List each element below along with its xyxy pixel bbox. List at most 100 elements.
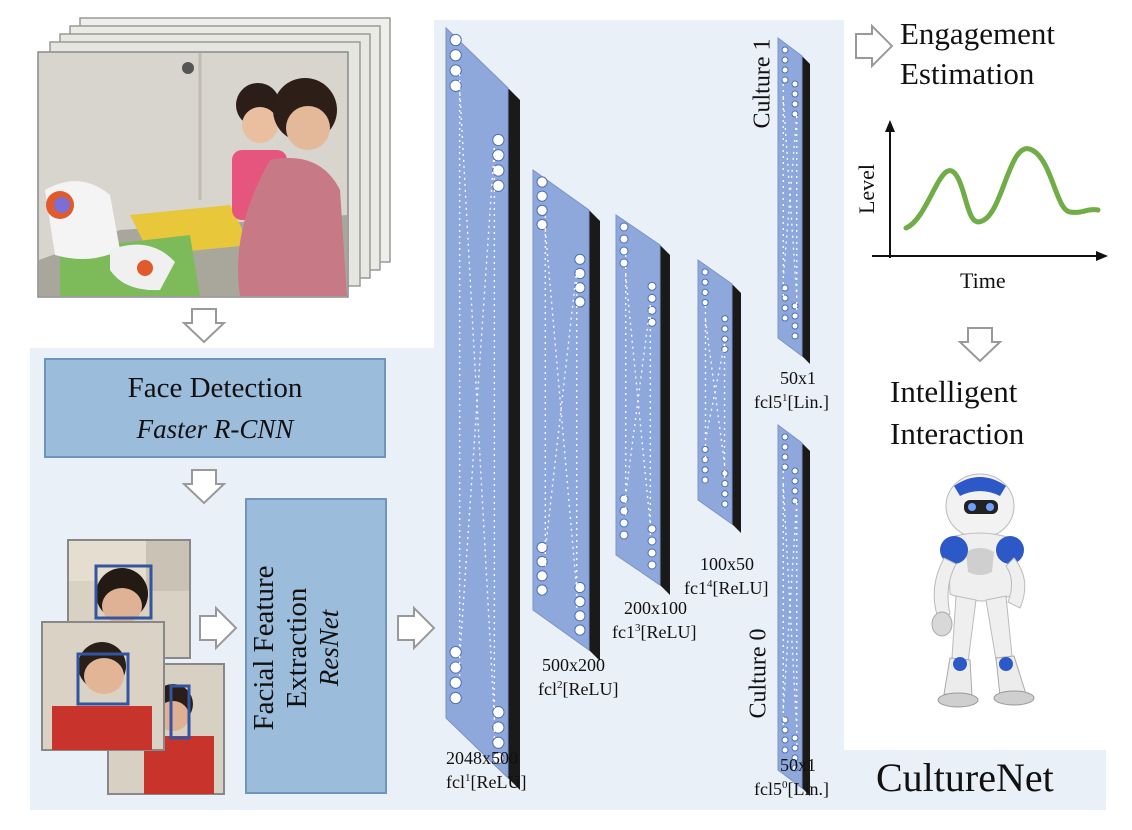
connection-line bbox=[704, 343, 726, 441]
layer-3-act: [ReLU] bbox=[640, 622, 697, 642]
layer-1-name: fcl1[ReLU] bbox=[446, 772, 526, 793]
neuron-dot bbox=[701, 476, 709, 484]
neuron-dot bbox=[781, 443, 789, 451]
neuron-dot bbox=[536, 570, 548, 582]
layer-slab-side bbox=[802, 443, 810, 796]
neuron-dot bbox=[619, 518, 629, 528]
face-crops bbox=[41, 539, 225, 795]
neuron-dot bbox=[791, 754, 799, 762]
neuron-dot bbox=[647, 293, 657, 303]
neuron-dot bbox=[536, 176, 548, 188]
neuron-dot bbox=[791, 302, 799, 310]
layer-2-size: 500x200 bbox=[542, 655, 605, 675]
neuron-dot bbox=[781, 46, 789, 54]
neuron-dot bbox=[647, 536, 657, 546]
neuron-dot bbox=[647, 281, 657, 291]
layer-slab-6 bbox=[777, 424, 810, 796]
neuron-dot bbox=[701, 288, 709, 296]
neuron-dot bbox=[781, 736, 789, 744]
layer-6-act: [Lin.] bbox=[787, 779, 829, 799]
layer-slab-5 bbox=[777, 37, 810, 364]
neuron-dot bbox=[791, 734, 799, 742]
layer-3-base: fc1 bbox=[612, 622, 635, 642]
layer-2-act: [ReLU] bbox=[562, 679, 619, 699]
neuron-dot bbox=[781, 56, 789, 64]
neuron-dot bbox=[536, 204, 548, 216]
neuron-dot bbox=[647, 524, 657, 534]
neuron-dot bbox=[536, 541, 548, 554]
layer-3-name: fc13[ReLU] bbox=[612, 622, 696, 643]
neuron-dot bbox=[791, 80, 799, 88]
engagement-chart bbox=[872, 120, 1108, 261]
neuron-dot bbox=[791, 100, 799, 108]
feature-extraction-box: Facial Feature Extraction ResNet bbox=[245, 498, 387, 794]
neuron-dot bbox=[492, 721, 505, 734]
layer-5-base: fcl5 bbox=[754, 392, 782, 412]
layer-5-act: [Lin.] bbox=[787, 392, 829, 412]
neuron-dot bbox=[449, 676, 462, 689]
engagement-curve bbox=[903, 146, 1101, 231]
connection-line bbox=[624, 304, 652, 496]
neuron-dot bbox=[791, 90, 799, 98]
neuron-dot bbox=[449, 64, 462, 77]
layer-1-base: fcl bbox=[446, 772, 465, 792]
neuron-dot bbox=[791, 477, 799, 485]
layer-1-act: [ReLU] bbox=[470, 772, 527, 792]
layer-6-sup: 0 bbox=[781, 779, 788, 791]
right-arrow-icon bbox=[397, 605, 436, 651]
neuron-dot bbox=[781, 294, 789, 302]
layer-5-sup: 1 bbox=[781, 392, 788, 404]
layer-5-size: 50x1 bbox=[780, 368, 816, 388]
neuron-dot bbox=[492, 706, 505, 719]
neuron-dot bbox=[701, 298, 709, 307]
neuron-dot bbox=[449, 79, 462, 92]
neuron-dot bbox=[721, 315, 729, 323]
layer-slab-side bbox=[589, 210, 600, 661]
neuron-dot bbox=[492, 133, 505, 147]
neuron-dot bbox=[449, 646, 462, 659]
neuron-dot bbox=[536, 190, 548, 202]
layer-slab-side bbox=[660, 245, 670, 595]
layer-slab-1 bbox=[445, 26, 520, 790]
neuron-dot bbox=[781, 304, 789, 312]
culture-1-label: Culture 1 bbox=[749, 38, 776, 129]
connection-line bbox=[544, 269, 578, 551]
neuron-dot bbox=[647, 548, 657, 558]
neuron-dot bbox=[781, 314, 789, 322]
neuron-dot bbox=[701, 466, 709, 474]
face-detection-title: Face Detection bbox=[127, 372, 303, 404]
layer-slab-2 bbox=[532, 169, 600, 661]
neuron-dot bbox=[619, 530, 629, 540]
neuron-dot bbox=[791, 322, 799, 330]
layer-6-base: fcl5 bbox=[754, 779, 782, 799]
brand-title: CultureNet bbox=[876, 755, 1054, 800]
neuron-dot bbox=[574, 253, 586, 265]
neuron-dot bbox=[536, 584, 548, 596]
layer-4-base: fc1 bbox=[684, 578, 707, 598]
neuron-dot bbox=[449, 661, 462, 674]
layer-2-name: fcl2[ReLU] bbox=[538, 679, 618, 700]
layer-4-act: [ReLU] bbox=[712, 578, 769, 598]
neuron-dot bbox=[492, 164, 505, 177]
neuron-dot bbox=[721, 490, 729, 498]
layer-2-sup: 2 bbox=[556, 679, 563, 691]
neuron-dot bbox=[574, 596, 586, 608]
layer-2-base: fcl bbox=[538, 679, 557, 699]
neuron-dot bbox=[574, 610, 586, 622]
neuron-dot bbox=[721, 325, 729, 333]
down-arrow-icon bbox=[181, 308, 227, 344]
layer-6-size: 50x1 bbox=[780, 755, 816, 775]
layer-slab-side bbox=[732, 284, 741, 533]
neuron-dot bbox=[619, 258, 629, 268]
neuron-dot bbox=[791, 110, 799, 118]
engagement-line1: Engagement bbox=[900, 16, 1055, 51]
neuron-dot bbox=[619, 234, 629, 244]
layer-3-sup: 3 bbox=[634, 622, 641, 634]
neuron-dot bbox=[574, 624, 586, 636]
neuron-dot bbox=[619, 506, 629, 516]
neuron-dot bbox=[492, 736, 505, 749]
diagram-panel-brand bbox=[844, 750, 1106, 810]
neuron-dot bbox=[619, 494, 629, 504]
neuron-dot bbox=[701, 278, 709, 286]
